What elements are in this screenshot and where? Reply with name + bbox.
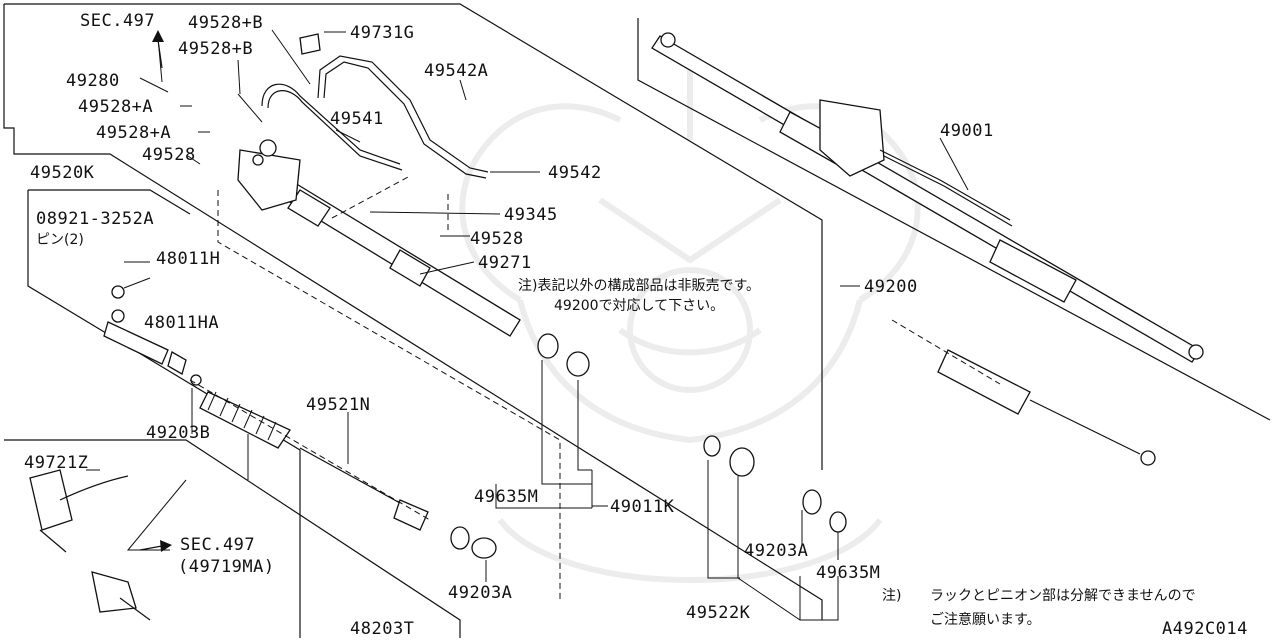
tie-rod-end-left [103, 285, 202, 386]
label-49001: 49001 [940, 121, 994, 141]
label-49522k: 49522K [686, 603, 751, 623]
label-49731g: 49731G [350, 23, 414, 43]
label-49528-b-1: 49528+B [188, 13, 263, 33]
steering-rack-right [651, 32, 1204, 363]
dashed-relations [189, 175, 561, 600]
bushings [450, 333, 847, 559]
inner-tie-rod [299, 447, 429, 531]
label-49203a-2: 49203A [448, 583, 512, 603]
label-49528-1: 49528 [142, 145, 196, 165]
label-49541: 49541 [330, 109, 384, 129]
label-49635m-2: 49635M [816, 563, 880, 583]
label-49528-2: 49528 [470, 229, 524, 249]
label-48011ha: 48011HA [144, 313, 219, 333]
steering-rack-left [237, 139, 521, 337]
label-49271: 49271 [478, 253, 532, 273]
note-2-line-2: ご注意願います。 [930, 611, 1041, 628]
note-1-line-2: 49200で対応して下さい。 [554, 298, 724, 314]
part-labels: SEC.497 49528+B 49528+B 49731G 49280 495… [24, 11, 1248, 639]
note-1-line-1: 注)表記以外の構成部品は非販売です。 [518, 277, 760, 294]
label-pin-2: ピン(2) [36, 232, 84, 248]
note-2-line-1: ラックとピニオン部は分解できませんので [930, 588, 1196, 604]
notes: 注)表記以外の構成部品は非販売です。 49200で対応して下さい。 注) ラック… [518, 277, 1196, 628]
label-48203t: 48203T [350, 619, 414, 638]
right-boot-detail [891, 319, 1156, 466]
label-sec497-top: SEC.497 [80, 11, 155, 31]
label-48011h: 48011H [156, 249, 220, 269]
pipe-lines [261, 33, 489, 179]
label-49200: 49200 [864, 277, 918, 297]
label-49521n: 49521N [306, 395, 370, 415]
label-08921: 08921-3252A [36, 209, 154, 229]
panel-frames [3, 3, 1271, 638]
label-49528-b-2: 49528+B [178, 39, 253, 59]
label-49542: 49542 [548, 163, 602, 183]
label-49011k: 49011K [610, 497, 675, 517]
hose-inset [29, 469, 151, 621]
label-49721z: 49721Z [24, 453, 88, 473]
watermark-logo [459, 60, 921, 583]
label-49635m-1: 49635M [474, 487, 538, 507]
arrow-icon-right [139, 540, 172, 552]
label-49345: 49345 [504, 205, 558, 225]
note-2-prefix: 注) [882, 588, 901, 604]
label-49528-a-1: 49528+A [78, 97, 153, 117]
label-49542a: 49542A [424, 61, 488, 81]
leader-lines [86, 29, 969, 621]
label-49203a-1: 49203A [744, 541, 808, 561]
label-49280: 49280 [66, 71, 120, 91]
label-49203b: 49203B [146, 423, 210, 443]
label-49528-a-2: 49528+A [96, 123, 171, 143]
label-49719ma: (49719MA) [178, 557, 275, 577]
label-49520k: 49520K [30, 163, 95, 183]
figure-code: A492C014 [1162, 619, 1248, 638]
boot-left [199, 391, 291, 449]
arrow-icon-up [152, 30, 164, 69]
label-sec497-bottom: SEC.497 [180, 535, 255, 555]
